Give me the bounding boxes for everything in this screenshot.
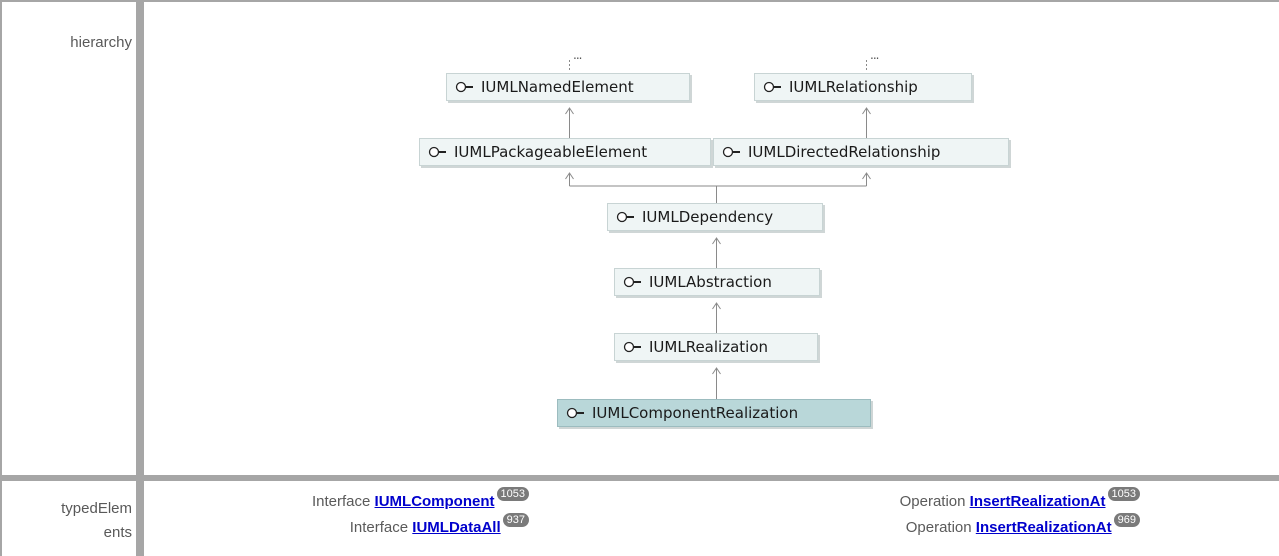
typed-element-link[interactable]: IUMLComponent <box>374 493 495 510</box>
typed-elements-label: typedElem ents <box>61 497 132 545</box>
typed-element-kind: Operation <box>899 493 966 510</box>
usage-count-badge: 1053 <box>496 487 529 501</box>
typed-element-kind: Interface <box>349 519 409 536</box>
typed-elements-cell <box>144 481 1279 556</box>
node-label: IUMLDirectedRelationship <box>748 143 941 161</box>
node-label: IUMLComponentRealization <box>592 404 799 422</box>
node-iuml-abstraction[interactable]: IUMLAbstraction <box>614 268 820 296</box>
interface-icon <box>623 276 645 288</box>
node-label: IUMLAbstraction <box>649 273 772 291</box>
node-iuml-realization[interactable]: IUMLRealization <box>614 333 818 361</box>
usage-count-badge: 1053 <box>1107 487 1140 501</box>
typed-element-link[interactable]: IUMLDataAll <box>412 519 501 536</box>
hierarchy-diagram-cell <box>144 2 1279 475</box>
usage-count-badge: 937 <box>502 513 529 527</box>
node-iuml-dependency[interactable]: IUMLDependency <box>607 203 823 231</box>
typed-element-kind: Operation <box>905 519 972 536</box>
usage-count-badge: 969 <box>1113 513 1140 527</box>
interface-icon <box>722 146 744 158</box>
node-label: IUMLRealization <box>649 338 769 356</box>
node-iuml-named-element[interactable]: IUMLNamedElement <box>446 73 690 101</box>
typed-element-link[interactable]: InsertRealizationAt <box>969 493 1106 510</box>
node-iuml-component-realization[interactable]: IUMLComponentRealization <box>557 399 871 427</box>
node-label: IUMLNamedElement <box>481 78 634 96</box>
node-iuml-relationship[interactable]: IUMLRelationship <box>754 73 972 101</box>
interface-icon <box>623 341 645 353</box>
interface-icon <box>763 81 785 93</box>
node-label: IUMLRelationship <box>789 78 918 96</box>
node-label: IUMLDependency <box>642 208 774 226</box>
typed-element-link[interactable]: InsertRealizationAt <box>975 519 1112 536</box>
hierarchy-label: hierarchy <box>70 34 132 51</box>
interface-icon <box>428 146 450 158</box>
typed-elements-label-line1: typedElem <box>61 500 132 517</box>
relationship-ellipsis: ... <box>870 48 880 62</box>
node-iuml-packageable-element[interactable]: IUMLPackageableElement <box>419 138 711 166</box>
node-label: IUMLPackageableElement <box>454 143 648 161</box>
typed-elements-label-cell: typedElem ents <box>2 481 136 556</box>
hierarchy-label-cell: hierarchy <box>2 2 136 475</box>
interface-icon <box>566 407 588 419</box>
typed-elements-label-line2: ents <box>103 524 132 541</box>
node-iuml-directed-relationship[interactable]: IUMLDirectedRelationship <box>713 138 1009 166</box>
typed-element-kind: Interface <box>311 493 371 510</box>
named-element-ellipsis: ... <box>573 48 583 62</box>
interface-icon <box>455 81 477 93</box>
interface-icon <box>616 211 638 223</box>
